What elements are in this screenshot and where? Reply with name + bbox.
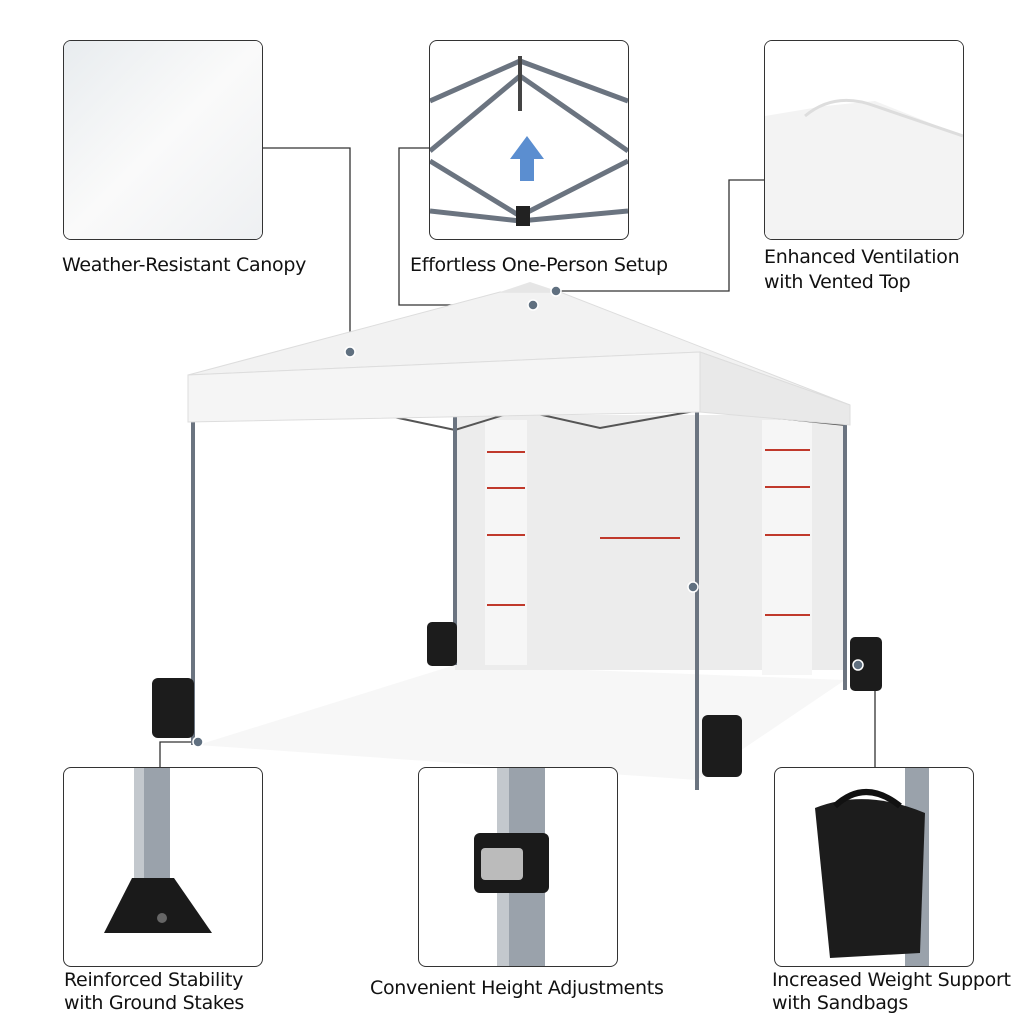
label-line: Reinforced Stability [64,969,244,991]
sandbags [152,622,882,777]
label-line: Effortless One-Person Setup [410,254,668,276]
feature-label-ventilation: Enhanced Ventilation with Vented Top [764,245,960,295]
leg-foot-detail [63,767,263,967]
label-line: with Ground Stakes [64,992,244,1014]
label-line: with Vented Top [764,271,911,293]
frame-setup-detail [429,40,629,240]
height-adjust-detail [418,767,618,967]
label-line: Increased Weight Support [772,969,1011,991]
canopy-fabric-detail [63,40,263,240]
sandbag-detail [774,767,974,967]
up-arrow-icon [510,136,544,181]
label-line: with Sandbags [772,992,908,1014]
label-line: Convenient Height Adjustments [370,977,664,999]
feature-label-canopy: Weather-Resistant Canopy [62,253,306,278]
label-line: Enhanced Ventilation [764,246,960,268]
label-line: Weather-Resistant Canopy [62,254,307,276]
feature-label-setup: Effortless One-Person Setup [410,253,668,278]
callout-dots [192,285,864,748]
vent-top-detail [764,40,964,240]
feature-label-height: Convenient Height Adjustments [370,976,664,1001]
